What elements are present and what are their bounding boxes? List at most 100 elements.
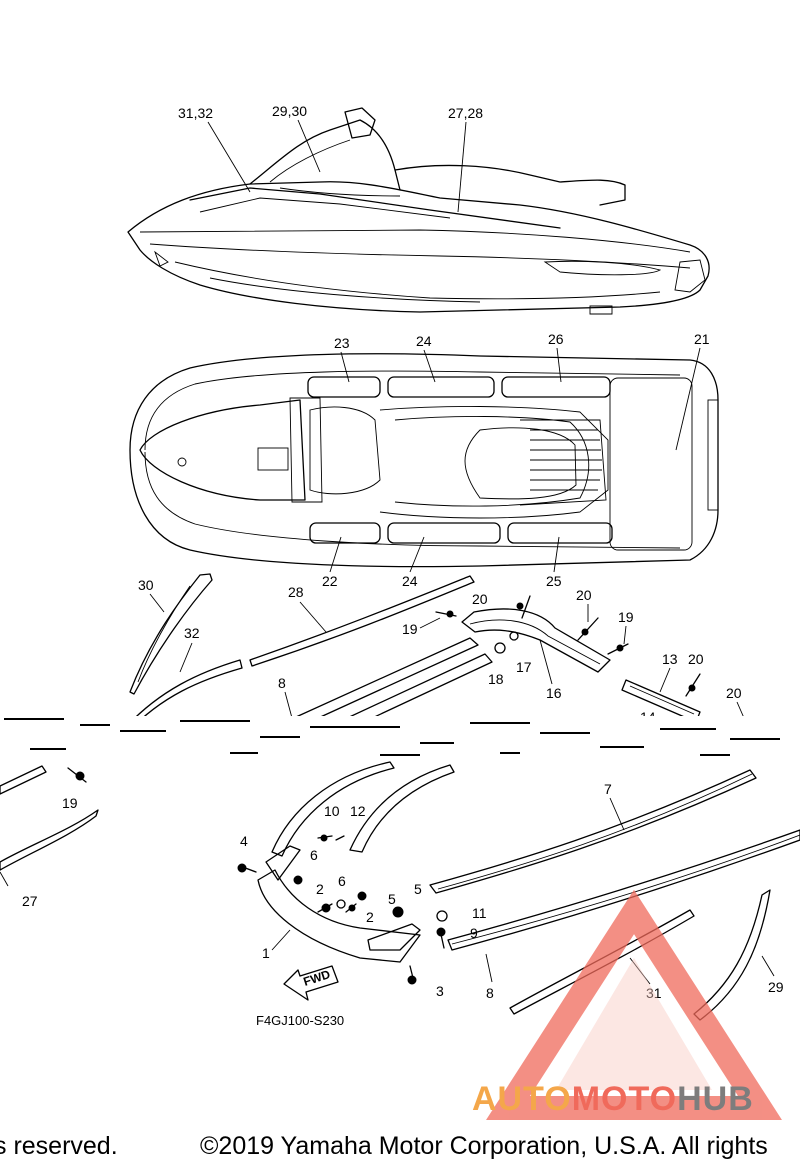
callout-8-lower: 8	[486, 985, 494, 1001]
callout-3: 3	[436, 983, 444, 999]
fastener-20a	[516, 595, 531, 619]
washer-11	[436, 910, 448, 922]
bolt-9	[436, 927, 446, 949]
scan-artifact-band	[0, 716, 800, 758]
callout-4: 4	[240, 833, 248, 849]
callout-6-b: 6	[338, 873, 346, 889]
diagram-code: F4GJ100-S230	[256, 1013, 344, 1028]
side-view-callouts: 31,32 29,30 27,28	[178, 103, 483, 213]
copyright-right-text: ©2019 Yamaha Motor Corporation, U.S.A. A…	[200, 1132, 768, 1160]
nut-5b	[392, 906, 404, 918]
callout-25: 25	[546, 573, 562, 589]
callout-1: 1	[262, 945, 270, 961]
fastener-10	[317, 834, 333, 842]
callout-28: 28	[288, 584, 304, 600]
callout-26: 26	[548, 331, 564, 347]
part-10-rail	[271, 761, 395, 857]
screw-3	[407, 965, 417, 985]
callout-20-b: 20	[576, 587, 592, 603]
callout-27: 27	[22, 893, 38, 909]
nut-5a	[357, 891, 367, 901]
callout-21: 21	[694, 331, 710, 347]
bolt-2a	[317, 903, 333, 913]
callout-16: 16	[546, 685, 562, 701]
callout-17: 17	[516, 659, 532, 675]
mat-26	[501, 376, 611, 398]
callout-9: 9	[470, 925, 478, 941]
callout-2-b: 2	[366, 909, 374, 925]
part-16-bracket	[461, 608, 611, 673]
lower-parts-callouts: 19 27 10 12 4 6 6 2 2 5 5 1 3 11 9 8 7 3…	[0, 781, 784, 1028]
fastener-19c	[67, 767, 87, 783]
callout-19-a: 19	[402, 621, 418, 637]
callout-24-upper: 24	[416, 333, 432, 349]
callout-22: 22	[322, 573, 338, 589]
callout-8-upper: 8	[278, 675, 286, 691]
callout-7: 7	[604, 781, 612, 797]
part-28-decal	[249, 575, 475, 667]
callout-13: 13	[662, 651, 678, 667]
part-7-strip	[429, 769, 757, 894]
mat-24-lower	[387, 522, 501, 544]
callout-31: 31	[646, 985, 662, 1001]
part-right-vent	[367, 923, 421, 951]
upper-parts-callouts: 30 28 32 8 20 20 19 19 17 18 16 13 20 20…	[138, 577, 745, 739]
mat-22	[309, 522, 381, 544]
part-31-strip	[509, 909, 695, 1015]
part-1-bow-cover	[257, 869, 421, 963]
deck-mats	[307, 376, 613, 544]
part-strip-left	[0, 765, 47, 795]
part-27-strip	[0, 809, 99, 871]
callout-20-a: 20	[472, 591, 488, 607]
callout-27-28: 27,28	[448, 105, 483, 121]
top-view-watercraft	[129, 353, 719, 568]
part-8-strip-lower	[447, 829, 800, 951]
callout-18: 18	[488, 671, 504, 687]
callout-20-d: 20	[726, 685, 742, 701]
mat-25	[507, 522, 613, 544]
callout-32: 32	[184, 625, 200, 641]
nut-6b	[336, 899, 346, 909]
callout-6-a: 6	[310, 847, 318, 863]
callout-2-a: 2	[316, 881, 324, 897]
callout-5-b: 5	[414, 881, 422, 897]
lower-exploded-parts: FWD	[0, 761, 800, 1021]
callout-20-c: 20	[688, 651, 704, 667]
callout-11: 11	[472, 905, 487, 921]
fwd-arrow-icon: FWD	[283, 965, 339, 1001]
callout-19-b: 19	[618, 609, 634, 625]
callout-30: 30	[138, 577, 154, 593]
watermark-logo-icon	[486, 889, 782, 1120]
callout-10: 10	[324, 803, 340, 819]
mat-23	[307, 376, 381, 398]
part-12-rail	[349, 764, 455, 853]
fastener-19b	[607, 643, 629, 655]
nut-6a	[293, 875, 303, 885]
part-2-left-vent	[265, 845, 301, 881]
fastener-20b	[577, 617, 599, 641]
nut-18	[494, 642, 506, 654]
mat-24-upper	[387, 376, 495, 398]
top-view-callouts: 23 24 26 21 22 24 25	[322, 331, 710, 589]
fastener-12	[335, 835, 345, 841]
watermark-logo-text: AUTOMOTOHUB	[472, 1080, 754, 1118]
callout-5-a: 5	[388, 891, 396, 907]
callout-24-lower: 24	[402, 573, 418, 589]
washer-17	[509, 631, 519, 641]
part-29-decal	[693, 889, 771, 1021]
callout-29-30: 29,30	[272, 103, 307, 119]
fastener-19a	[435, 610, 457, 618]
bolt-2b	[345, 903, 357, 913]
callout-12: 12	[350, 803, 366, 819]
screw-4	[237, 863, 257, 873]
copyright-footer: s reserved. ©2019 Yamaha Motor Corporati…	[0, 1128, 800, 1165]
callout-19-c: 19	[62, 795, 78, 811]
side-view-watercraft	[127, 107, 710, 315]
callout-29: 29	[768, 979, 784, 995]
copyright-left-text: s reserved.	[0, 1132, 118, 1160]
fastener-20c	[685, 673, 701, 697]
callout-23: 23	[334, 335, 350, 351]
callout-31-32: 31,32	[178, 105, 213, 121]
